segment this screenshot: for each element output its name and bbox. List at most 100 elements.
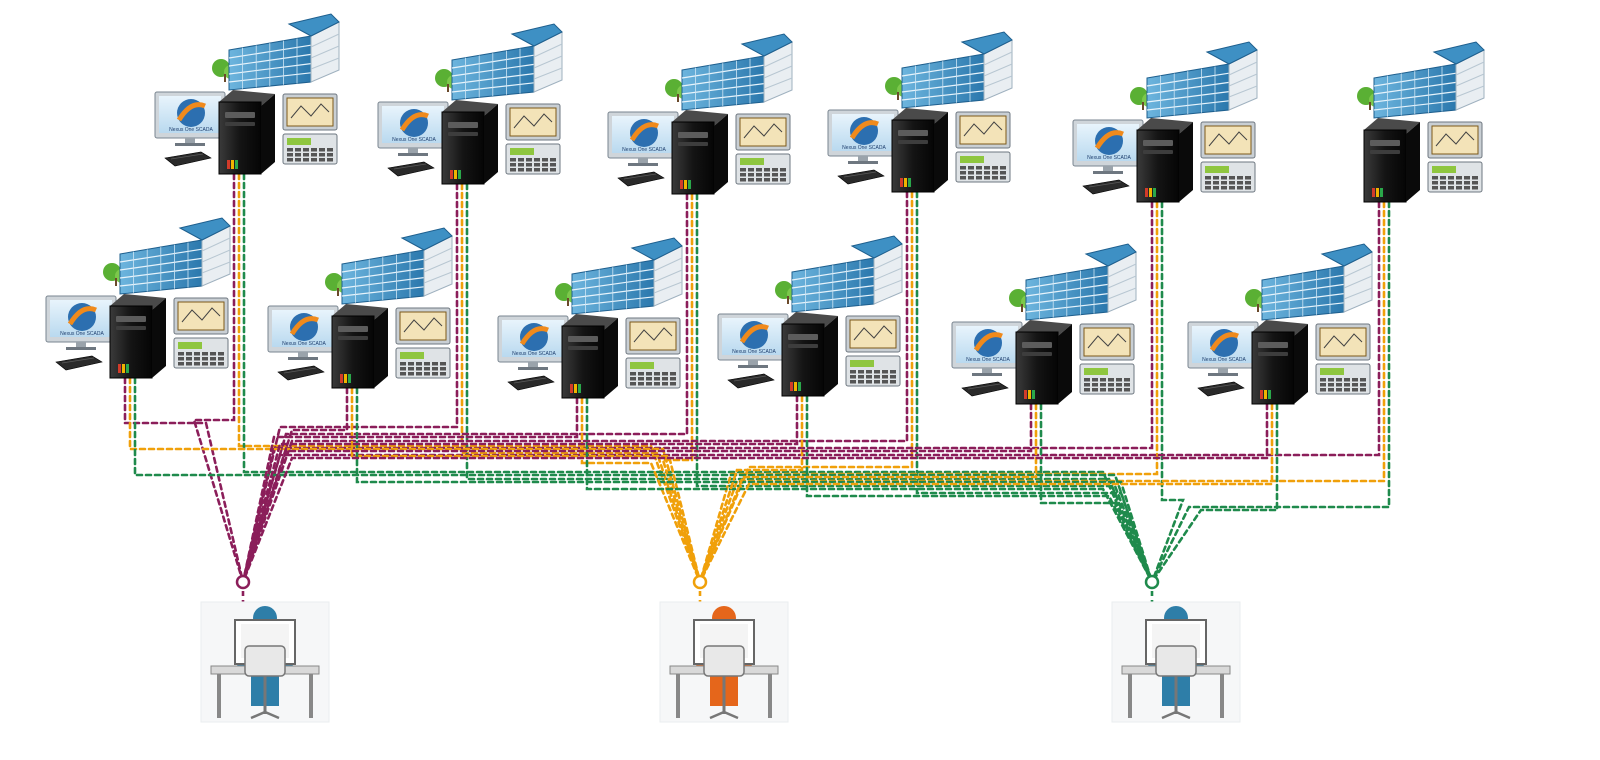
connection-links	[123, 172, 1391, 584]
connection-link	[698, 402, 1038, 584]
monitor-brand-text: Nexus One SCADA	[512, 351, 556, 357]
operator-workstations	[200, 601, 1241, 723]
connection-link	[465, 182, 1154, 584]
site-node	[1357, 41, 1485, 203]
operator-right	[1111, 601, 1241, 723]
building-icon	[1130, 41, 1258, 119]
server-tower-icon	[891, 108, 948, 193]
building-icon	[775, 235, 903, 313]
connection-link	[241, 394, 799, 584]
site-node: Nexus One SCADA	[1072, 41, 1258, 203]
control-terminal-icon	[505, 103, 561, 175]
connection-link	[123, 376, 245, 584]
connection-link	[241, 192, 689, 584]
building-icon	[103, 217, 231, 295]
connection-link	[192, 172, 245, 584]
control-terminal-icon	[1427, 121, 1483, 193]
connection-link	[241, 402, 1269, 584]
connection-link	[133, 376, 1154, 584]
connection-link	[1150, 200, 1185, 584]
building-icon	[1245, 243, 1373, 321]
site-node: Nexus One SCADA	[267, 227, 453, 389]
workstation-monitor-icon: Nexus One SCADA	[154, 91, 226, 167]
monitor-brand-text: Nexus One SCADA	[732, 349, 776, 355]
workstation-monitor-icon: Nexus One SCADA	[827, 109, 899, 185]
connection-link	[1150, 402, 1279, 584]
connection-link	[241, 396, 579, 584]
control-terminal-icon	[395, 307, 451, 379]
site-node: Nexus One SCADA	[45, 217, 231, 379]
site-node: Nexus One SCADA	[951, 243, 1137, 405]
server-tower-icon	[218, 90, 275, 175]
monitor-brand-text: Nexus One SCADA	[966, 357, 1010, 363]
connection-link	[698, 402, 1274, 584]
workstation-monitor-icon: Nexus One SCADA	[951, 321, 1023, 397]
operator-left	[200, 601, 330, 723]
connection-link	[698, 394, 804, 584]
workstation-monitor-icon: Nexus One SCADA	[497, 315, 569, 391]
connection-link	[698, 200, 1159, 584]
monitor-brand-text: Nexus One SCADA	[392, 137, 436, 143]
connection-link	[241, 200, 1381, 584]
building-icon	[555, 237, 683, 315]
connection-link	[661, 192, 702, 584]
control-terminal-icon	[1200, 121, 1256, 193]
workstation-monitor-icon: Nexus One SCADA	[377, 101, 449, 177]
control-terminal-icon	[1315, 323, 1371, 395]
connection-link	[460, 182, 702, 584]
building-icon	[665, 33, 793, 111]
server-tower-icon	[441, 100, 498, 185]
site-node: Nexus One SCADA	[154, 13, 340, 175]
site-node: Nexus One SCADA	[1187, 243, 1373, 405]
site-node: Nexus One SCADA	[377, 23, 563, 185]
building-icon	[1357, 41, 1485, 119]
connection-link	[350, 386, 702, 584]
building-icon	[1009, 243, 1137, 321]
site-node: Nexus One SCADA	[607, 33, 793, 195]
site-node: Nexus One SCADA	[827, 31, 1013, 193]
connection-link	[1150, 200, 1391, 584]
monitor-brand-text: Nexus One SCADA	[282, 341, 326, 347]
control-terminal-icon	[955, 111, 1011, 183]
workstation-monitor-icon: Nexus One SCADA	[45, 295, 117, 371]
workstation-monitor-icon: Nexus One SCADA	[717, 313, 789, 389]
server-tower-icon	[1136, 118, 1193, 203]
connection-link	[241, 200, 1154, 584]
building-icon	[435, 23, 563, 101]
building-icon	[325, 227, 453, 305]
connection-link	[355, 386, 1154, 584]
operator-center	[659, 601, 789, 723]
server-tower-icon	[561, 314, 618, 399]
server-tower-icon	[331, 304, 388, 389]
building-icon	[212, 13, 340, 91]
site-nodes: Nexus One SCADA Nexus One SCADA Nexus One …	[45, 13, 1485, 405]
hub-node	[692, 574, 708, 590]
building-icon	[885, 31, 1013, 109]
monitor-brand-text: Nexus One SCADA	[842, 145, 886, 151]
server-tower-icon	[1015, 320, 1072, 405]
monitor-brand-text: Nexus One SCADA	[60, 331, 104, 337]
connection-link	[580, 396, 702, 584]
workstation-monitor-icon: Nexus One SCADA	[1187, 321, 1259, 397]
workstation-monitor-icon: Nexus One SCADA	[607, 111, 679, 187]
control-terminal-icon	[845, 315, 901, 387]
connection-link	[695, 192, 1154, 584]
monitor-brand-text: Nexus One SCADA	[622, 147, 666, 153]
control-terminal-icon	[735, 113, 791, 185]
workstation-monitor-icon: Nexus One SCADA	[1072, 119, 1144, 195]
connection-link	[241, 402, 1033, 584]
workstation-monitor-icon: Nexus One SCADA	[267, 305, 339, 381]
site-node: Nexus One SCADA	[717, 235, 903, 397]
control-terminal-icon	[173, 297, 229, 369]
control-terminal-icon	[625, 317, 681, 389]
server-tower-icon	[671, 110, 728, 195]
connection-link	[241, 386, 349, 584]
server-tower-icon	[1363, 118, 1420, 203]
server-tower-icon	[109, 294, 166, 379]
connection-link	[237, 172, 702, 584]
monitor-brand-text: Nexus One SCADA	[1087, 155, 1131, 161]
control-terminal-icon	[1079, 323, 1135, 395]
server-tower-icon	[1251, 320, 1308, 405]
connection-link	[1039, 402, 1154, 584]
